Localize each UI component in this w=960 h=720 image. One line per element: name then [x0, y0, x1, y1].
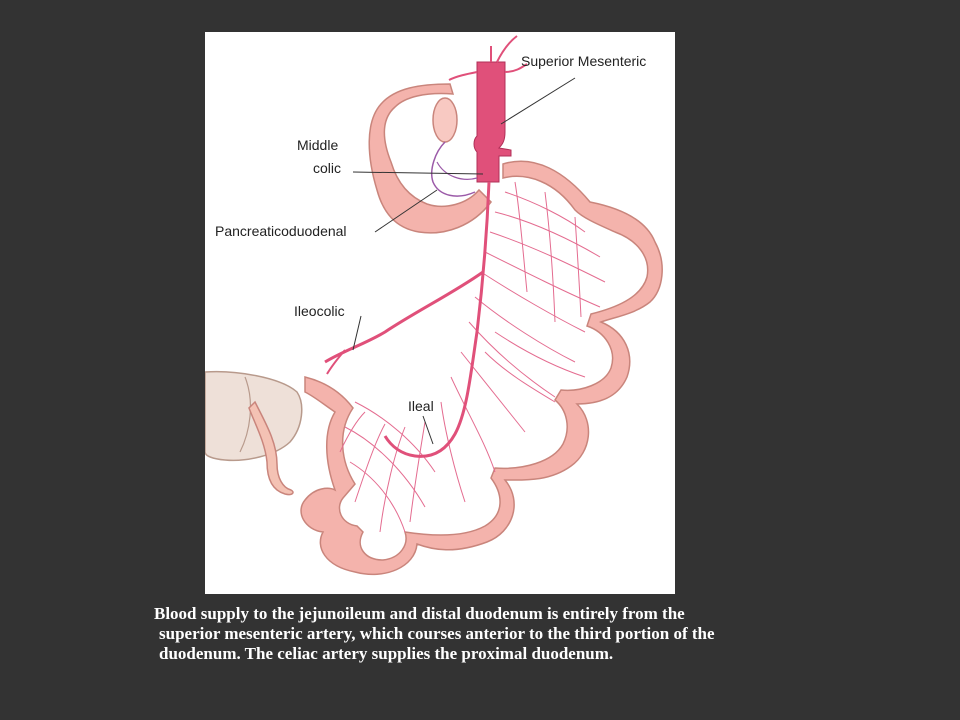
- label-middle-colic-line2: colic: [313, 160, 342, 176]
- figure-caption: Blood supply to the jejunoileum and dist…: [154, 604, 934, 664]
- intestine-diagram: [205, 35, 663, 576]
- caption-line-3: duodenum. The celiac artery supplies the…: [159, 644, 614, 663]
- label-ileocolic: Ileocolic: [294, 303, 345, 319]
- superior-mesenteric-artery: [324, 35, 528, 458]
- duodenum-lumen: [432, 97, 458, 143]
- leader-lines: [352, 77, 576, 445]
- duodenum: [368, 83, 492, 234]
- label-middle-colic-line1: Middle: [297, 137, 339, 153]
- label-ileal: Ileal: [408, 398, 434, 414]
- caption-line-2: superior mesenteric artery, which course…: [159, 624, 715, 643]
- small-intestine: [300, 160, 663, 576]
- appendix: [248, 400, 294, 496]
- caption-line-1: Blood supply to the jejunoileum and dist…: [154, 604, 685, 623]
- vascular-arcades: [339, 181, 606, 533]
- anatomy-figure: Superior Mesenteric Middle colic Pancrea…: [205, 32, 675, 594]
- label-pancreaticoduodenal: Pancreaticoduodenal: [215, 223, 347, 239]
- label-superior-mesenteric: Superior Mesenteric: [521, 53, 647, 69]
